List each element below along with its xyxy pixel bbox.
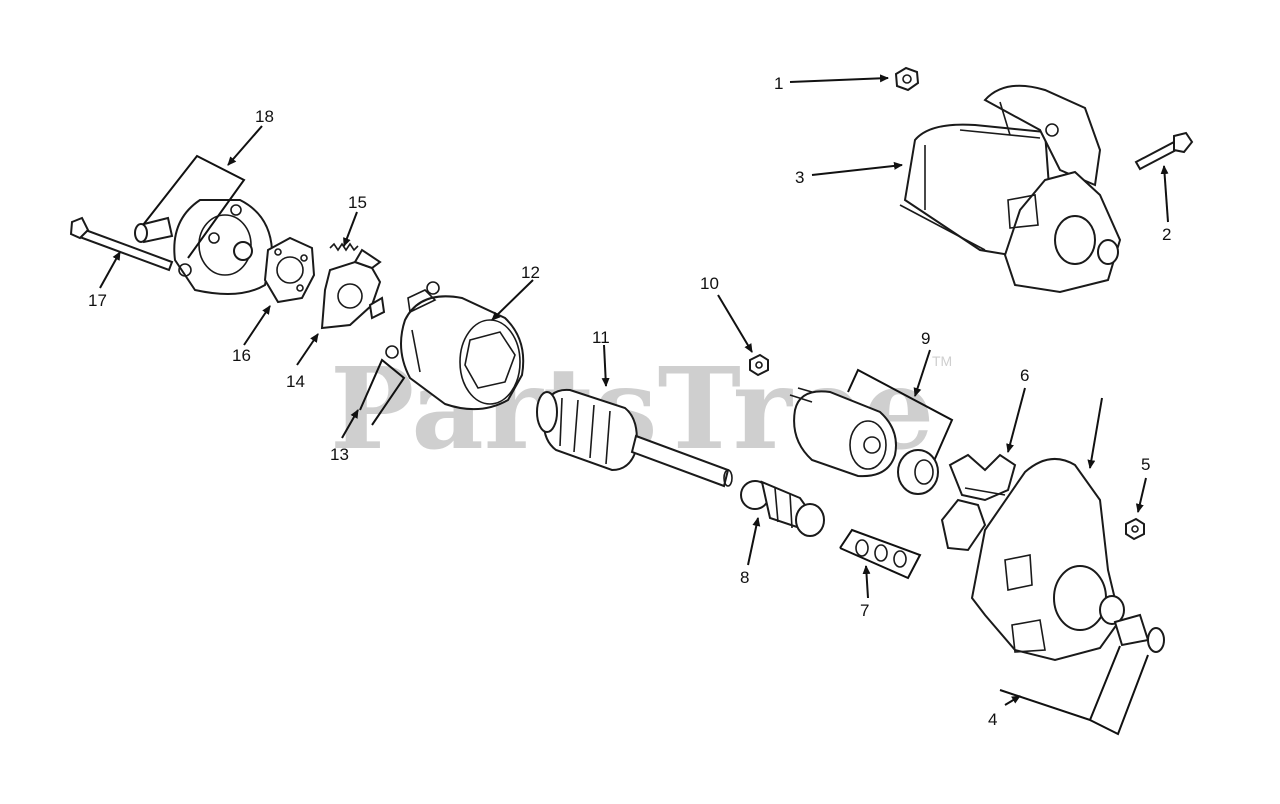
part-nut-1 — [894, 66, 920, 92]
callout-10: 10 — [700, 274, 719, 293]
part-nut-5 — [1125, 517, 1145, 541]
callout-16: 16 — [232, 346, 251, 365]
part-drive-housing-4 — [970, 457, 1165, 736]
callout-18: 18 — [255, 107, 274, 126]
callout-11: 11 — [592, 328, 610, 347]
part-bolt-2 — [1134, 131, 1194, 171]
part-armature-11 — [536, 388, 733, 488]
part-pinion-8 — [740, 480, 825, 537]
callout-2: 2 — [1162, 225, 1171, 244]
callout-7: 7 — [860, 601, 869, 620]
part-solenoid-9 — [789, 368, 954, 478]
part-rings-7 — [839, 528, 922, 580]
callout-labels: 1 2 3 4 5 6 7 8 9 10 11 12 13 14 15 16 1… — [88, 74, 1171, 729]
callout-15: 15 — [348, 193, 367, 212]
callout-12: 12 — [521, 263, 540, 282]
part-nut-10 — [749, 353, 769, 377]
part-plate-16 — [263, 236, 316, 304]
part-starter-assembly — [899, 84, 1122, 294]
part-yoke-12 — [359, 281, 525, 426]
part-spring-15 — [329, 242, 359, 252]
callout-8: 8 — [740, 568, 749, 587]
callout-14: 14 — [286, 372, 305, 391]
callout-17: 17 — [88, 291, 107, 310]
watermark-trademark: TM — [932, 353, 952, 369]
callout-6: 6 — [1020, 366, 1029, 385]
part-plunger-cap — [897, 449, 939, 495]
callout-5: 5 — [1141, 455, 1150, 474]
part-end-cover — [134, 154, 274, 295]
callout-4: 4 — [988, 710, 997, 729]
part-lever-6 — [940, 453, 1017, 552]
part-through-bolt-17 — [69, 216, 174, 272]
part-brush-holder-14 — [320, 248, 386, 330]
leader-arrows — [99, 74, 1169, 706]
callout-3: 3 — [795, 168, 804, 187]
callout-1: 1 — [774, 74, 783, 93]
callout-13: 13 — [330, 445, 349, 464]
callout-9: 9 — [921, 329, 930, 348]
